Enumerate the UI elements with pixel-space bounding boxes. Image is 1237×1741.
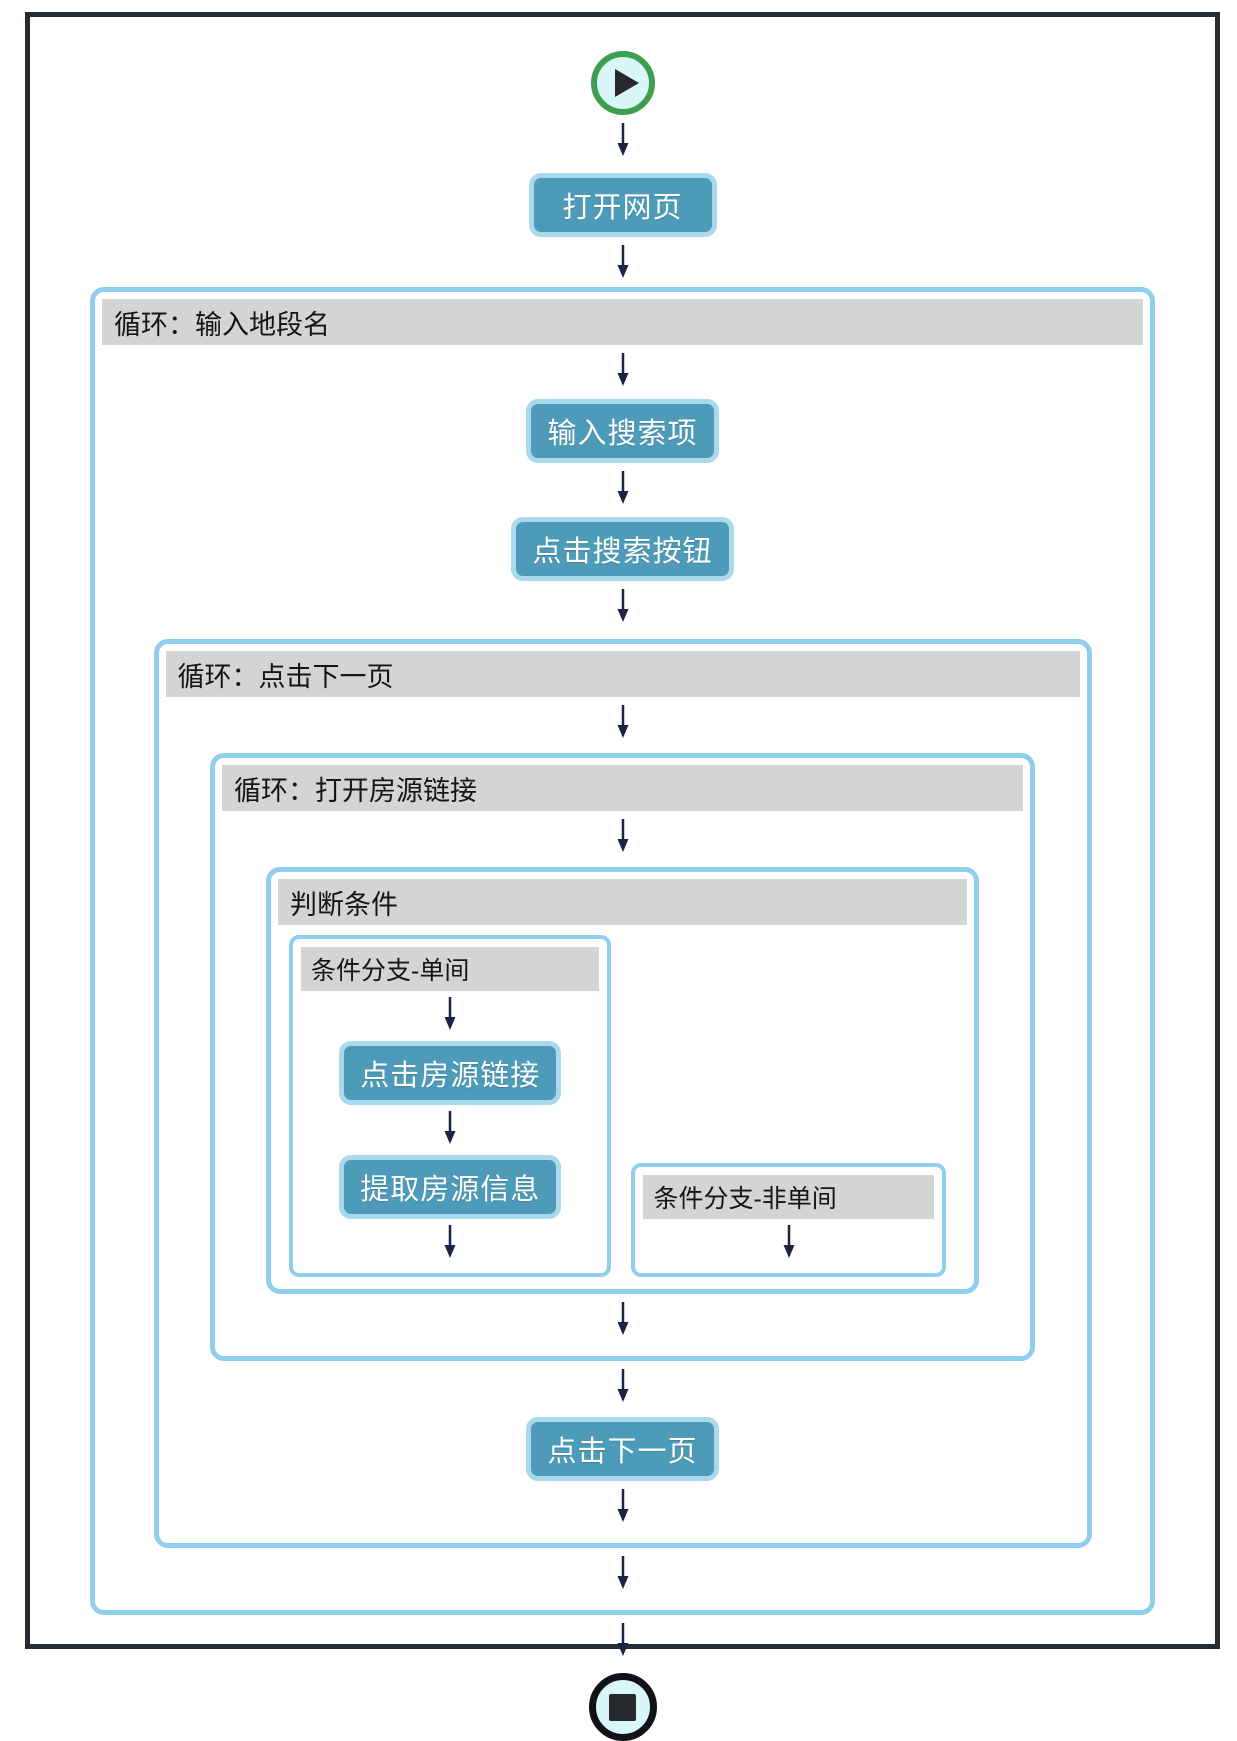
branch-non-single-room-header[interactable]: 条件分支-非单间 <box>643 1175 934 1219</box>
branch-single-room-header[interactable]: 条件分支-单间 <box>301 947 600 991</box>
down-arrow-icon <box>617 1623 628 1656</box>
down-arrow-icon <box>617 353 628 386</box>
step-click-search-button[interactable]: 点击搜索按钮 <box>511 517 734 581</box>
down-arrow-icon <box>617 705 628 738</box>
down-arrow-icon <box>783 1225 795 1258</box>
step-click-next-page[interactable]: 点击下一页 <box>526 1417 719 1481</box>
down-arrow-icon <box>617 245 628 278</box>
step-open-webpage[interactable]: 打开网页 <box>528 173 717 237</box>
down-arrow-icon <box>617 123 628 156</box>
play-icon <box>614 69 639 97</box>
down-arrow-icon <box>617 1369 628 1402</box>
condition-block-header[interactable]: 判断条件 <box>278 879 967 925</box>
loop-input-district-header[interactable]: 循环：输入地段名 <box>102 299 1143 345</box>
loop-open-listing-link-header[interactable]: 循环：打开房源链接 <box>222 765 1023 811</box>
down-arrow-icon <box>617 819 628 852</box>
down-arrow-icon <box>444 1111 456 1144</box>
down-arrow-icon <box>617 1302 628 1335</box>
step-input-search-term[interactable]: 输入搜索项 <box>526 399 719 463</box>
down-arrow-icon <box>617 471 628 504</box>
down-arrow-icon <box>444 997 456 1030</box>
start-node[interactable] <box>590 51 655 115</box>
stop-icon <box>609 1693 636 1721</box>
branch-single-room: 条件分支-单间 点击房源链接 提取房源信息 <box>289 935 612 1277</box>
branch-non-single-room: 条件分支-非单间 <box>631 1163 946 1277</box>
loop-click-next-page: 循环：点击下一页 循环：打开房源链接 判断条件 条件分支-单间 点击房源链接 <box>153 639 1092 1548</box>
step-click-listing-link[interactable]: 点击房源链接 <box>339 1041 562 1105</box>
condition-block: 判断条件 条件分支-单间 点击房源链接 提取房源信息 <box>266 867 979 1294</box>
condition-branches: 条件分支-单间 点击房源链接 提取房源信息 条件分支-非单间 <box>271 925 974 1277</box>
step-extract-listing-info[interactable]: 提取房源信息 <box>339 1155 562 1219</box>
stop-node[interactable] <box>588 1673 657 1741</box>
loop-click-next-page-header[interactable]: 循环：点击下一页 <box>165 651 1080 697</box>
workflow-frame: 打开网页 循环：输入地段名 输入搜索项 点击搜索按钮 循环：点击下一页 循环：打… <box>25 12 1220 1741</box>
down-arrow-icon <box>617 1489 628 1522</box>
down-arrow-icon <box>617 589 628 622</box>
loop-open-listing-link: 循环：打开房源链接 判断条件 条件分支-单间 点击房源链接 提取房 <box>210 753 1035 1361</box>
down-arrow-icon <box>617 1556 628 1589</box>
down-arrow-icon <box>444 1225 456 1258</box>
loop-input-district: 循环：输入地段名 输入搜索项 点击搜索按钮 循环：点击下一页 循环：打开房源链接 <box>90 287 1155 1615</box>
